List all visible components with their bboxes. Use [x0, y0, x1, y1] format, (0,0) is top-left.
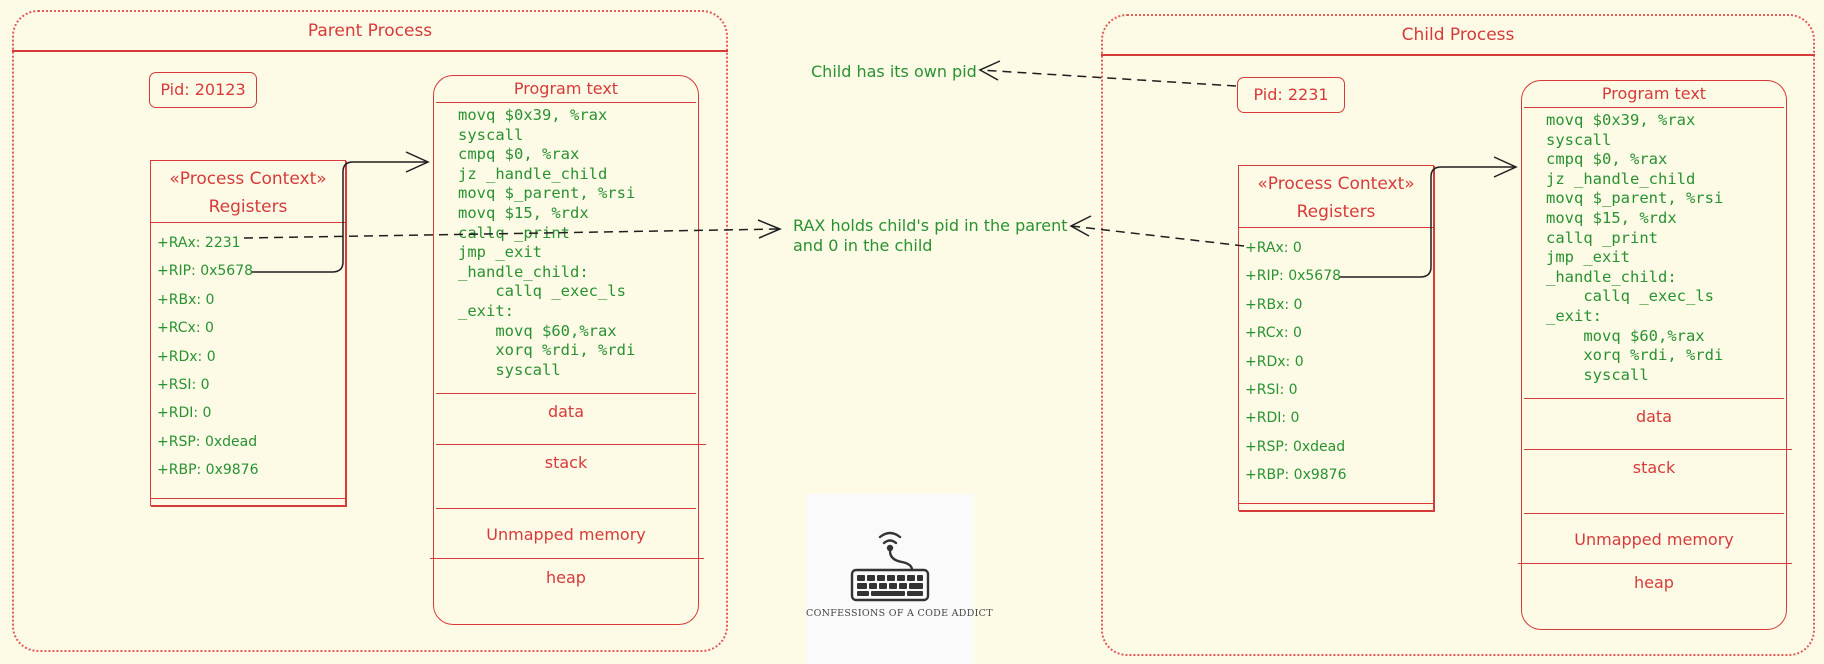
child-program-text-divider: [1524, 107, 1784, 108]
child-process-context: «Process Context» Registers +RAx: 0 +RIP…: [1238, 165, 1434, 511]
rax-annotation-line-2: and 0 in the child: [793, 236, 933, 255]
parent-heap-segment: heap: [546, 568, 586, 587]
logo-text: CONFESSIONS OF A CODE ADDICT: [806, 608, 993, 619]
child-program-code: movq $0x39, %rax syscall cmpq $0, %rax j…: [1546, 111, 1724, 384]
child-data-segment: data: [1635, 407, 1673, 426]
parent-heap-divider: [430, 558, 704, 559]
child-heap-segment: heap: [1634, 573, 1674, 592]
parent-register-rbx: +RBx: 0: [157, 292, 215, 308]
child-rax-arrowhead: [1069, 215, 1092, 237]
parent-register-rsi: +RSI: 0: [157, 377, 210, 393]
parent-data-divider: [436, 393, 696, 394]
parent-register-rip: +RIP: 0x5678: [157, 263, 254, 279]
parent-program-text-divider: [436, 102, 696, 103]
parent-unmapped-segment: Unmapped memory: [486, 525, 646, 544]
child-register-rsi: +RSI: 0: [1245, 382, 1298, 398]
child-register-rbx: +RBx: 0: [1245, 297, 1303, 313]
parent-register-rbp: +RBP: 0x9876: [157, 462, 259, 478]
parent-title-divider: [12, 50, 728, 52]
parent-rax-arrowhead: [757, 219, 782, 239]
child-register-rdx: +RDx: 0: [1245, 354, 1304, 370]
child-context-footer-line: [1239, 503, 1433, 504]
parent-program-code: movq $0x39, %rax syscall cmpq $0, %rax j…: [458, 106, 636, 379]
parent-register-rcx: +RCx: 0: [157, 320, 214, 336]
child-stack-segment: stack: [1632, 458, 1676, 477]
parent-register-rax: +RAx: 2231: [157, 235, 241, 251]
child-stack-divider: [1524, 449, 1792, 450]
parent-memory-layout: Program text movq $0x39, %rax syscall cm…: [430, 75, 706, 625]
parent-process-frame: Parent Process: [12, 10, 728, 652]
child-context-title: «Process Context»: [1257, 174, 1415, 194]
child-register-rip: +RIP: 0x5678: [1245, 268, 1342, 284]
child-context-subtitle: Registers: [1296, 202, 1376, 222]
child-process-frame: Child Process: [1101, 14, 1815, 656]
parent-context-header: «Process Context» Registers: [151, 161, 345, 223]
parent-register-rdx: +RDx: 0: [157, 349, 216, 365]
parent-stack-divider: [436, 444, 706, 445]
child-register-rax: +RAx: 0: [1245, 240, 1302, 256]
parent-context-title: «Process Context»: [169, 169, 327, 189]
child-program-text-label: Program text: [1601, 84, 1707, 103]
parent-process-context: «Process Context» Registers +RAx: 2231 +…: [150, 160, 346, 506]
child-data-divider: [1524, 398, 1784, 399]
parent-context-subtitle: Registers: [208, 197, 288, 217]
parent-pid-box: Pid: 20123: [149, 72, 257, 108]
child-pid-box: Pid: 2231: [1237, 77, 1345, 113]
child-title-divider: [1101, 54, 1815, 56]
parent-unmapped-divider: [436, 508, 696, 509]
parent-program-text-label: Program text: [513, 79, 619, 98]
child-memory-layout: Program text movq $0x39, %rax syscall cm…: [1518, 80, 1792, 630]
child-register-rdi: +RDI: 0: [1245, 410, 1300, 426]
logo-badge: CONFESSIONS OF A CODE ADDICT: [806, 494, 993, 664]
child-pid-arrowhead: [978, 60, 1001, 81]
parent-data-segment: data: [547, 402, 585, 421]
parent-context-footer-line: [151, 498, 345, 499]
child-register-rbp: +RBP: 0x9876: [1245, 467, 1347, 483]
child-pid-annotation: Child has its own pid: [811, 62, 977, 81]
child-register-rsp: +RSP: 0xdead: [1245, 439, 1346, 455]
rax-annotation-line-1: RAX holds child's pid in the parent: [793, 216, 1068, 235]
child-process-title: Child Process: [1401, 25, 1515, 45]
parent-register-rsp: +RSP: 0xdead: [157, 434, 258, 450]
parent-register-rdi: +RDI: 0: [157, 405, 212, 421]
child-heap-divider: [1518, 563, 1792, 564]
child-context-header: «Process Context» Registers: [1239, 166, 1433, 228]
rax-annotation: RAX holds child's pid in the parent and …: [793, 216, 1068, 256]
child-unmapped-segment: Unmapped memory: [1574, 530, 1734, 549]
parent-stack-segment: stack: [544, 453, 588, 472]
child-register-rcx: +RCx: 0: [1245, 325, 1302, 341]
parent-process-title: Parent Process: [307, 21, 433, 41]
child-unmapped-divider: [1524, 513, 1784, 514]
keyboard-wifi-icon: [850, 531, 930, 602]
